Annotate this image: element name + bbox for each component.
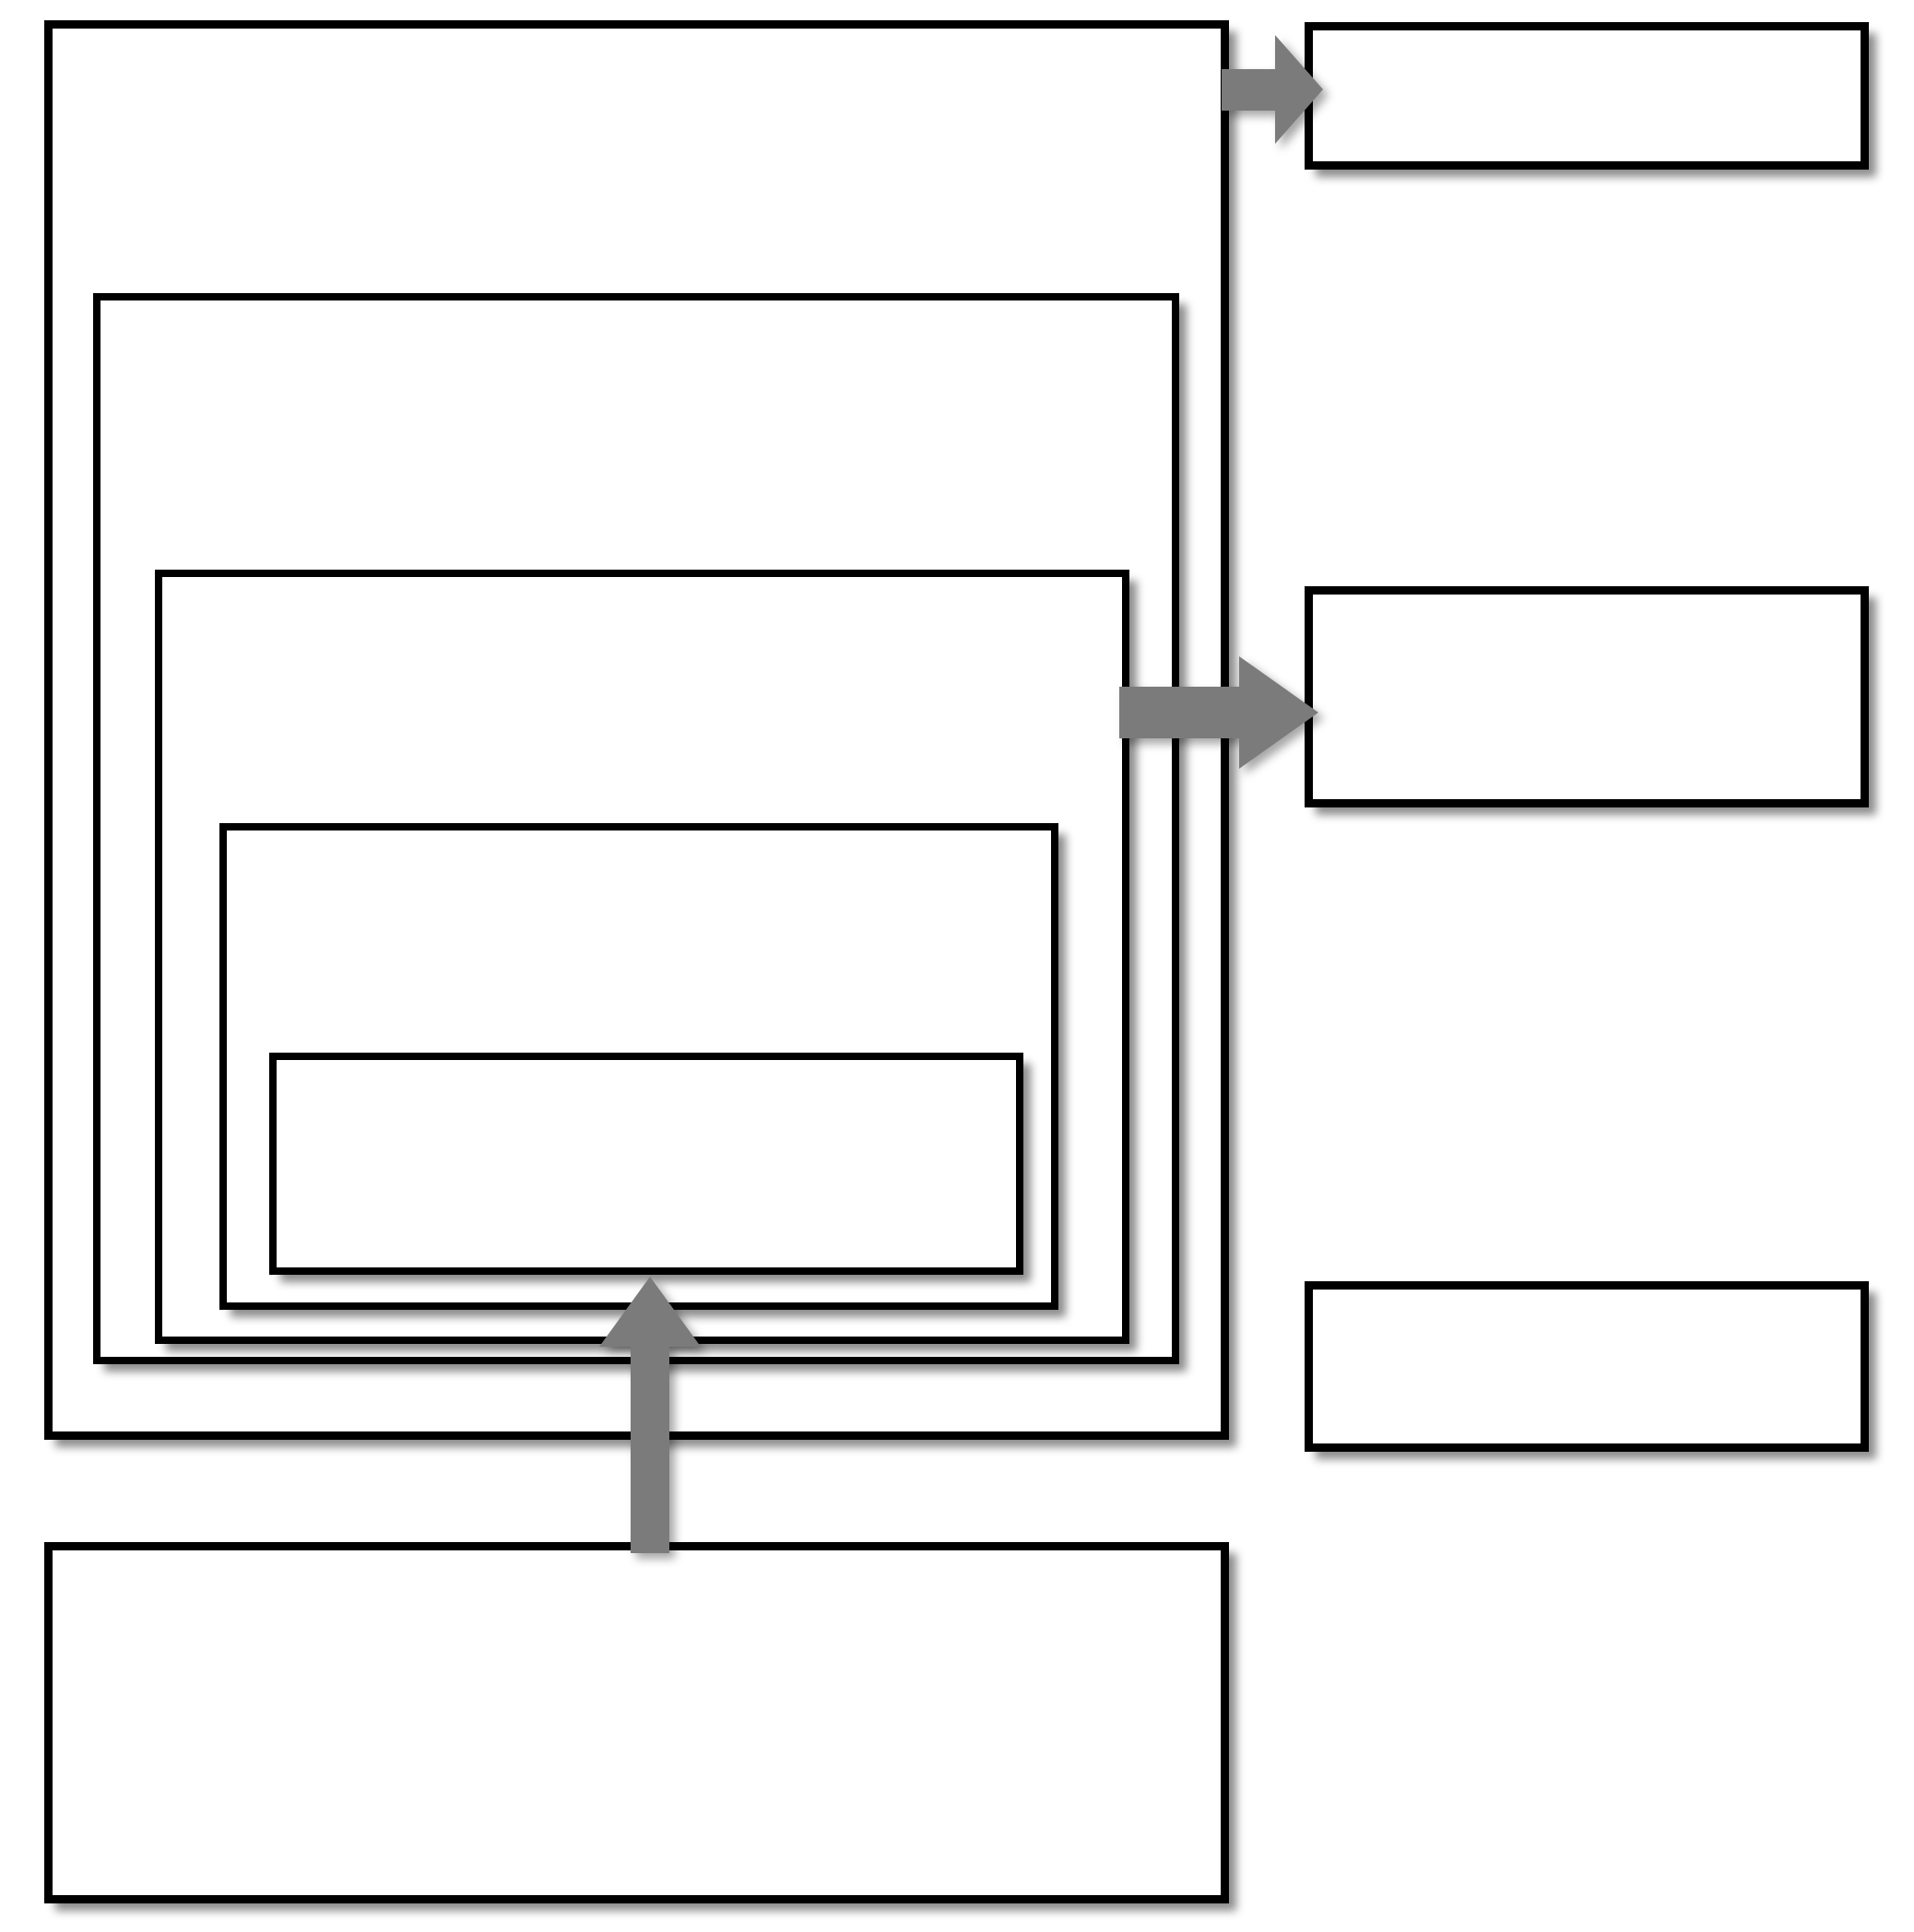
estimate-functions-box (44, 1542, 1229, 1903)
schemes-utils-box (1305, 22, 1869, 170)
reps-max-functions-box (269, 1053, 1023, 1275)
datasets-box (1305, 1281, 1869, 1452)
arrow-progression-to-progression-utils (1119, 653, 1318, 772)
progression-tables-utils-box (1305, 586, 1869, 807)
arrow-estimate-to-reps-max (599, 1277, 701, 1553)
arrow-schemes-to-schemes-utils (1222, 28, 1323, 152)
